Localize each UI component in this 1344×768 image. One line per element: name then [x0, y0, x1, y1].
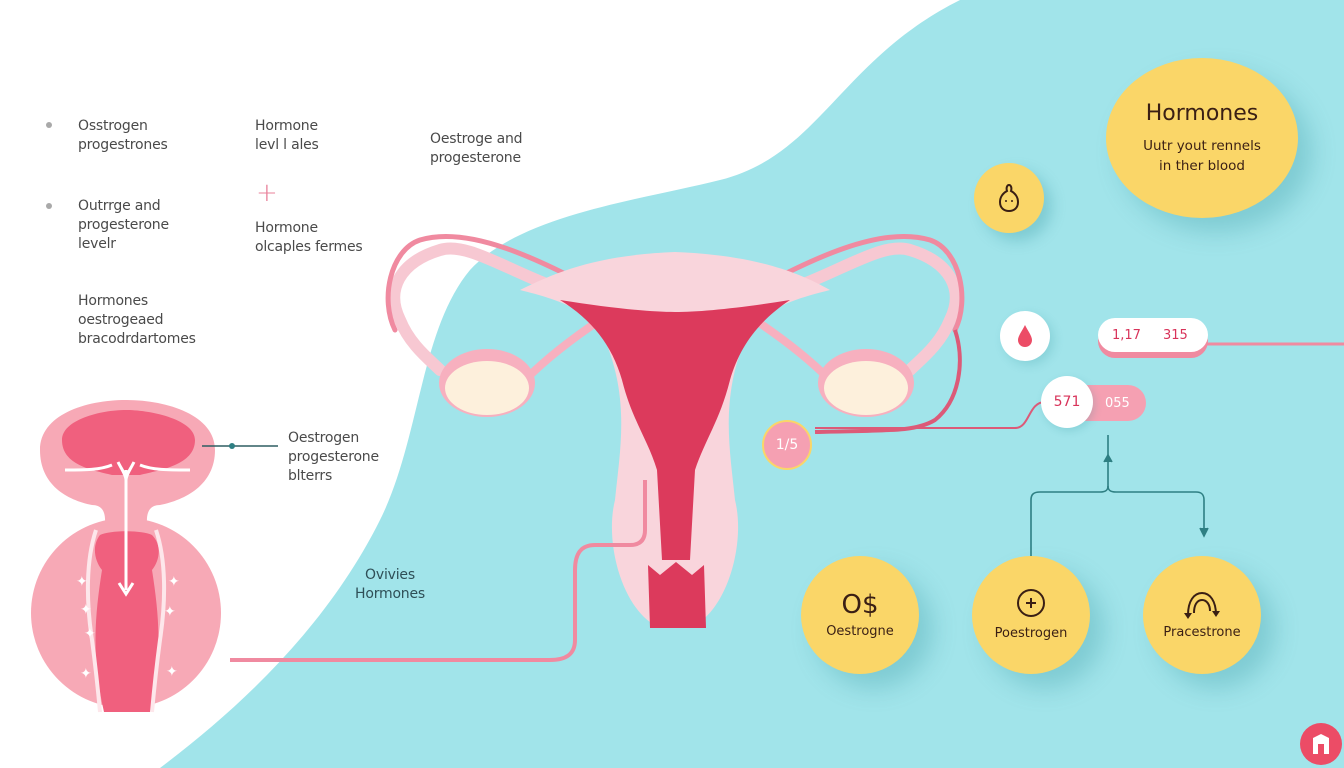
cycle-arrows-icon	[1184, 591, 1220, 619]
oestrogen-circle: O$ Oestrogne	[801, 556, 919, 674]
hormones-subtitle: Uutr yout rennels in ther blood	[1143, 138, 1261, 174]
left-label-3: Hormones oestrogeaed bracodrdartomes	[78, 293, 196, 347]
progesterone-circle: Pracestrone	[1143, 556, 1261, 674]
hormones-circle: Hormones Uutr yout rennels in ther blood	[1106, 58, 1298, 218]
ratio-badge: 1/5	[762, 420, 812, 470]
cross-section-illustration: ✦ ✦ ✦ ✦ ✦ ✦ ✦	[31, 400, 278, 713]
bullet-dot	[46, 122, 52, 128]
svg-text:✦: ✦	[84, 626, 96, 642]
blood-drop-icon	[1018, 325, 1032, 347]
connector-tree	[1030, 435, 1209, 560]
plus-marker-icon: +	[256, 178, 278, 208]
blood-drop-circle	[1000, 311, 1050, 361]
svg-text:✦: ✦	[166, 664, 178, 680]
svg-text:✦: ✦	[164, 604, 176, 620]
ovaries-label: Ovivies Hormones	[355, 567, 425, 602]
pear-icon-circle	[974, 163, 1044, 233]
logo-icon	[1313, 734, 1329, 754]
svg-text:✦: ✦	[80, 602, 92, 618]
uterus-illustration	[230, 234, 1046, 662]
value-circle-middle: 571	[1041, 376, 1093, 428]
poestrogen-circle: Poestrogen	[972, 556, 1090, 674]
brand-logo[interactable]	[1300, 723, 1342, 765]
hormones-title: Hormones	[1145, 101, 1259, 126]
left-label-1: Osstrogen progestrones	[78, 118, 168, 153]
pear-face-icon	[998, 183, 1020, 213]
svg-text:✦: ✦	[76, 574, 88, 590]
middle-label-1: Hormone levl l ales	[255, 118, 319, 153]
dollar-symbol-icon: O$	[841, 590, 879, 620]
left-label-2: Outrrge and progesterone levelr	[78, 198, 169, 252]
svg-text:✦: ✦	[80, 666, 92, 682]
plus-circle-icon	[1017, 589, 1045, 617]
svg-text:✦: ✦	[168, 574, 180, 590]
value-pill-top: 1,17 315	[1098, 318, 1208, 352]
bullet-dot	[46, 203, 52, 209]
middle-label-2: Hormone olcaples fermes	[255, 220, 363, 255]
cross-section-callout: Oestrogen progesterone blterrs	[288, 430, 379, 484]
top-center-label: Oestroge and progesterone	[430, 131, 523, 166]
